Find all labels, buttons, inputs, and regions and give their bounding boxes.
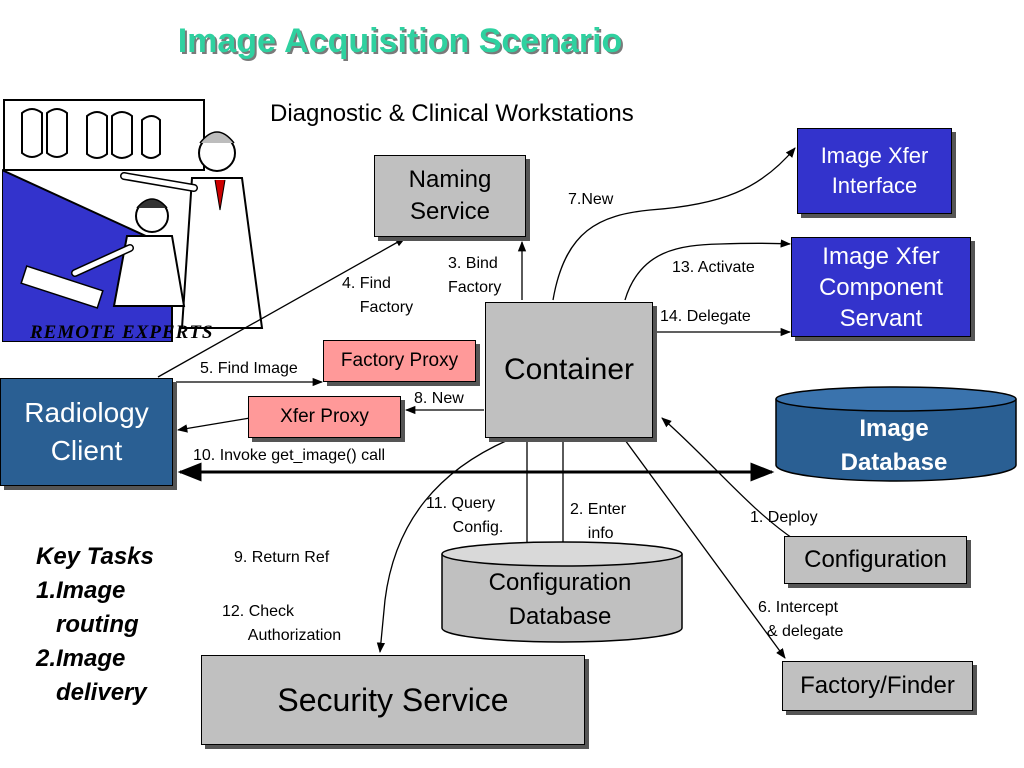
image-xfer-servant-box: Image Xfer Component Servant xyxy=(791,237,971,337)
factory-finder-box: Factory/Finder xyxy=(782,661,973,711)
key-tasks-list: Key Tasks 1.Image routing 2.Image delive… xyxy=(36,543,154,706)
diagram-subtitle: Diagnostic & Clinical Workstations xyxy=(270,100,634,127)
step-8-label: 8. New xyxy=(414,390,464,407)
remote-experts-clipart xyxy=(2,98,272,342)
image-xfer-interface-box: Image Xfer Interface xyxy=(797,128,952,214)
step-5-label: 5. Find Image xyxy=(200,360,298,377)
xfer-proxy-box: Xfer Proxy xyxy=(248,396,401,438)
step-10-label: 10. Invoke get_image() call xyxy=(193,447,386,464)
step-6-label: 6. Intercept & delegate xyxy=(758,599,844,640)
arrow-deploy xyxy=(661,417,796,541)
image-database-label: Image Database xyxy=(840,415,948,476)
arrow-check-authorization xyxy=(376,439,509,654)
clipart-caption: REMOTE EXPERTS xyxy=(30,322,214,343)
step-13-label: 13. Activate xyxy=(672,259,755,276)
step-12-label: 12. Check Authorization xyxy=(222,603,342,644)
configuration-database-label: Configuration Database xyxy=(488,569,632,630)
step-11-label: 11. Query Config. xyxy=(426,495,504,536)
step-3-label: 3. Bind Factory xyxy=(448,255,502,296)
naming-service-box: Naming Service xyxy=(374,155,526,237)
arrow-return-ref xyxy=(176,417,251,433)
step-2-label: 2. Enter info xyxy=(570,501,627,542)
factory-proxy-box: Factory Proxy xyxy=(323,340,476,382)
configuration-database-cylinder xyxy=(441,541,683,643)
step-1-label: 1. Deploy xyxy=(750,509,818,526)
step-14-label: 14. Delegate xyxy=(660,308,751,325)
arrow-activate xyxy=(624,239,792,301)
step-9-label: 9. Return Ref xyxy=(234,549,330,566)
radiology-client-box: Radiology Client xyxy=(0,378,173,486)
page-title: Image Acquisition Scenario xyxy=(177,22,623,60)
arrow-find-factory xyxy=(157,237,406,378)
arrow-new-interface xyxy=(552,147,796,301)
step-7-label: 7.New xyxy=(568,191,614,208)
security-service-box: Security Service xyxy=(201,655,585,745)
image-database-cylinder xyxy=(775,386,1017,482)
container-box: Container xyxy=(485,302,653,438)
step-4-label: 4. Find Factory xyxy=(342,275,414,316)
configuration-box: Configuration xyxy=(784,536,967,584)
